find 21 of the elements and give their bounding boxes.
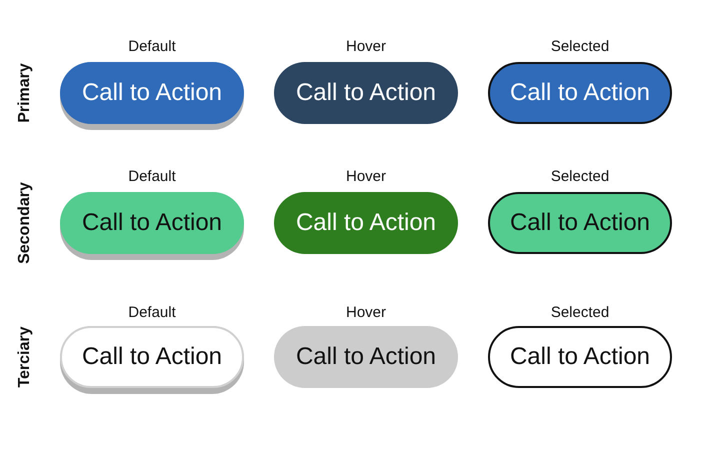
state-label: Selected — [550, 38, 610, 55]
cta-button: Call to Action — [488, 192, 672, 254]
state-label: Hover — [344, 38, 387, 55]
state-label: Default — [127, 168, 177, 185]
row-label: Terciary — [15, 325, 34, 390]
cta-button: Call to Action — [274, 326, 458, 388]
cta-button: Call to Action — [60, 326, 244, 394]
state-label: Hover — [344, 304, 387, 321]
state-label: Selected — [550, 304, 610, 321]
cta-button: Call to Action — [488, 62, 672, 124]
cta-button: Call to Action — [488, 326, 672, 388]
state-label: Selected — [550, 168, 610, 185]
state-label: Default — [127, 304, 177, 321]
cta-button: Call to Action — [274, 62, 458, 124]
state-label: Hover — [344, 168, 387, 185]
row-label: Primary — [15, 62, 34, 125]
state-label: Default — [127, 38, 177, 55]
cta-button: Call to Action — [60, 192, 244, 260]
cta-button: Call to Action — [274, 192, 458, 254]
row-label: Secondary — [15, 181, 34, 266]
cta-button: Call to Action — [60, 62, 244, 130]
